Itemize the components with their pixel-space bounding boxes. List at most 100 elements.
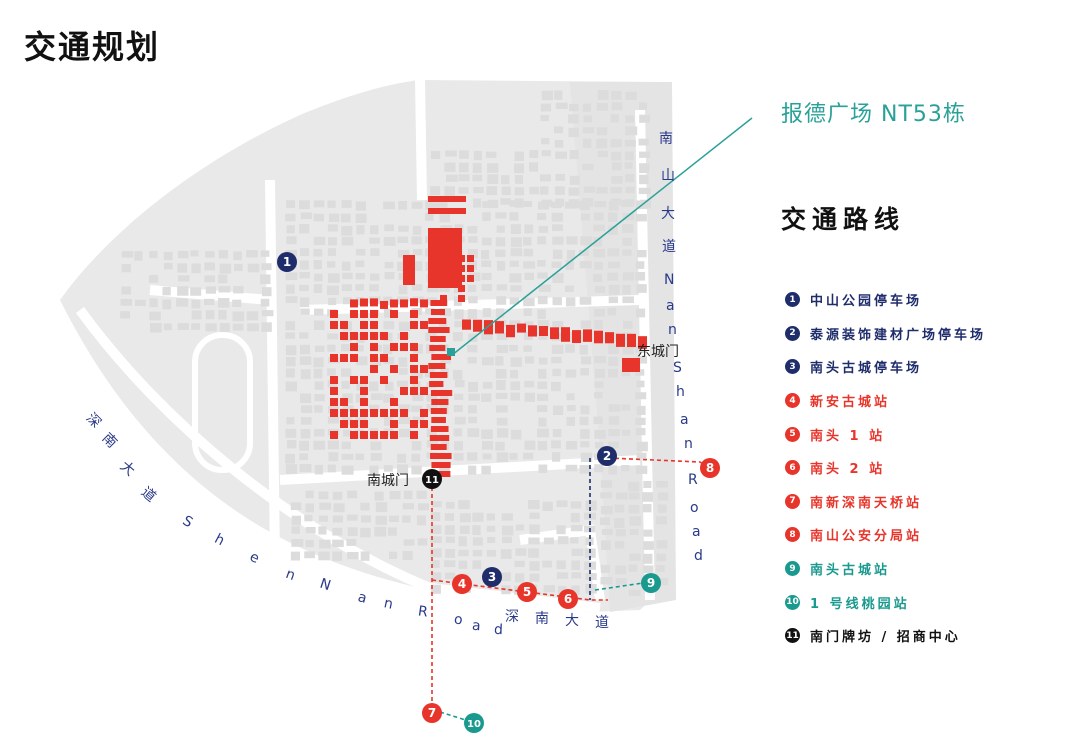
building-block	[607, 308, 617, 316]
highlighted-building	[420, 420, 428, 428]
highlighted-building	[449, 265, 456, 272]
highlighted-building	[390, 310, 398, 318]
building-block	[537, 236, 547, 245]
building-block	[635, 272, 646, 281]
highlighted-building	[428, 318, 447, 324]
building-block	[121, 286, 132, 295]
building-block	[285, 272, 298, 281]
building-block	[552, 297, 562, 306]
building-block	[398, 225, 409, 232]
building-block	[177, 263, 188, 273]
building-block	[552, 405, 564, 415]
building-block	[431, 572, 442, 583]
marker-6[interactable]: 6	[558, 589, 578, 609]
building-block	[177, 286, 189, 296]
highlighted-building	[400, 343, 408, 351]
building-block	[416, 515, 427, 526]
marker-4[interactable]: 4	[452, 574, 472, 594]
highlighted-building	[506, 324, 515, 338]
building-block	[425, 212, 434, 221]
building-block	[529, 512, 540, 519]
building-block	[551, 212, 563, 222]
building-block	[625, 174, 635, 183]
marker-1[interactable]: 1	[277, 252, 297, 272]
marker-8[interactable]: 8	[700, 458, 720, 478]
marker-3[interactable]: 3	[482, 567, 502, 587]
road-label-char: 深	[505, 609, 519, 625]
building-block	[285, 321, 296, 331]
building-block	[425, 368, 435, 378]
building-block	[628, 589, 641, 596]
building-block	[524, 272, 534, 280]
building-block	[205, 251, 215, 258]
building-block	[318, 551, 330, 561]
building-block	[453, 405, 463, 413]
building-block	[509, 452, 518, 460]
building-block	[486, 513, 495, 521]
marker-7[interactable]: 7	[422, 703, 442, 723]
highlighted-building	[410, 354, 418, 362]
building-block	[621, 224, 634, 233]
building-block	[299, 453, 308, 461]
building-block	[524, 380, 535, 388]
building-block	[608, 416, 620, 425]
building-block	[571, 572, 582, 579]
building-block	[439, 308, 452, 317]
building-block	[439, 465, 450, 472]
marker-10[interactable]: 10	[464, 713, 484, 733]
building-block	[134, 299, 146, 307]
highlighted-building	[330, 409, 338, 417]
legend-marker-icon: 4	[785, 393, 800, 409]
highlighted-building	[594, 330, 603, 344]
building-block	[232, 323, 244, 331]
building-block	[426, 428, 437, 438]
building-block	[219, 263, 232, 274]
marker-5[interactable]: 5	[517, 582, 537, 602]
building-block	[643, 541, 654, 550]
building-block	[454, 380, 465, 388]
building-block	[569, 150, 579, 160]
building-block	[529, 186, 540, 195]
building-block	[594, 201, 607, 208]
building-block	[482, 441, 494, 450]
building-block	[120, 311, 131, 319]
building-block	[570, 501, 582, 509]
marker-11[interactable]: 11	[422, 469, 442, 489]
building-block	[472, 537, 483, 546]
building-block	[555, 102, 568, 109]
highlighted-building	[330, 398, 338, 406]
building-block	[313, 368, 323, 379]
building-block	[657, 492, 669, 501]
building-block	[600, 480, 612, 488]
marker-2[interactable]: 2	[597, 446, 617, 466]
building-block	[594, 212, 604, 221]
building-block	[657, 577, 669, 586]
building-block	[621, 429, 631, 436]
building-block	[313, 213, 325, 222]
marker-9[interactable]: 9	[641, 573, 661, 593]
building-block	[537, 272, 548, 279]
building-block	[356, 381, 368, 391]
building-block	[290, 551, 301, 561]
road-label-char: 大	[565, 613, 579, 629]
road-label-char: h	[676, 384, 685, 400]
building-block	[286, 284, 295, 294]
building-block	[495, 392, 508, 399]
building-block	[445, 501, 455, 509]
building-block	[246, 311, 259, 321]
building-block	[495, 356, 504, 366]
building-block	[510, 248, 523, 257]
highlighted-building	[370, 321, 378, 329]
building-block	[594, 464, 604, 473]
building-block	[529, 524, 540, 535]
building-block	[361, 515, 372, 523]
building-block	[643, 480, 652, 488]
highlighted-building	[340, 409, 348, 417]
building-block	[594, 309, 605, 317]
red-highlight-area	[330, 196, 647, 477]
building-block	[347, 551, 359, 560]
building-block	[636, 308, 646, 318]
page-title: 交通规划	[24, 28, 161, 66]
building-block	[487, 163, 499, 173]
